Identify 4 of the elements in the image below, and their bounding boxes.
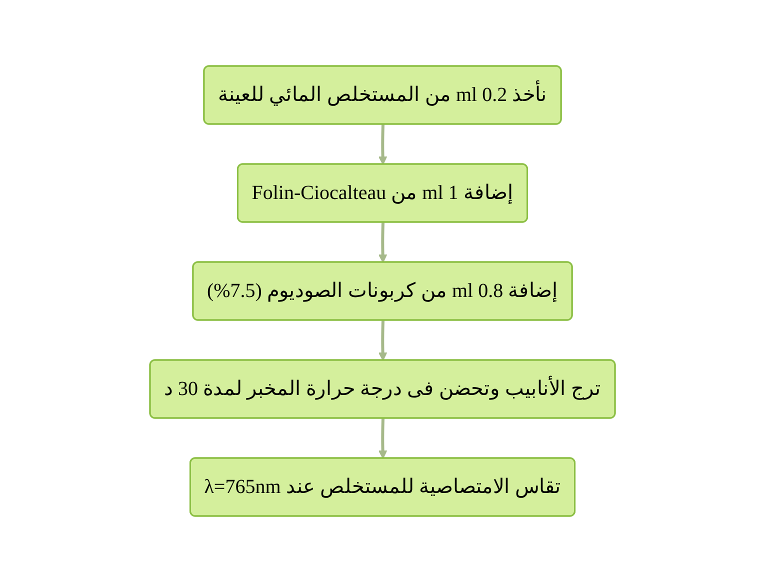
- arrow: [378, 124, 388, 164]
- arrow: [378, 222, 388, 262]
- arrow: [378, 418, 388, 458]
- arrow: [378, 320, 388, 360]
